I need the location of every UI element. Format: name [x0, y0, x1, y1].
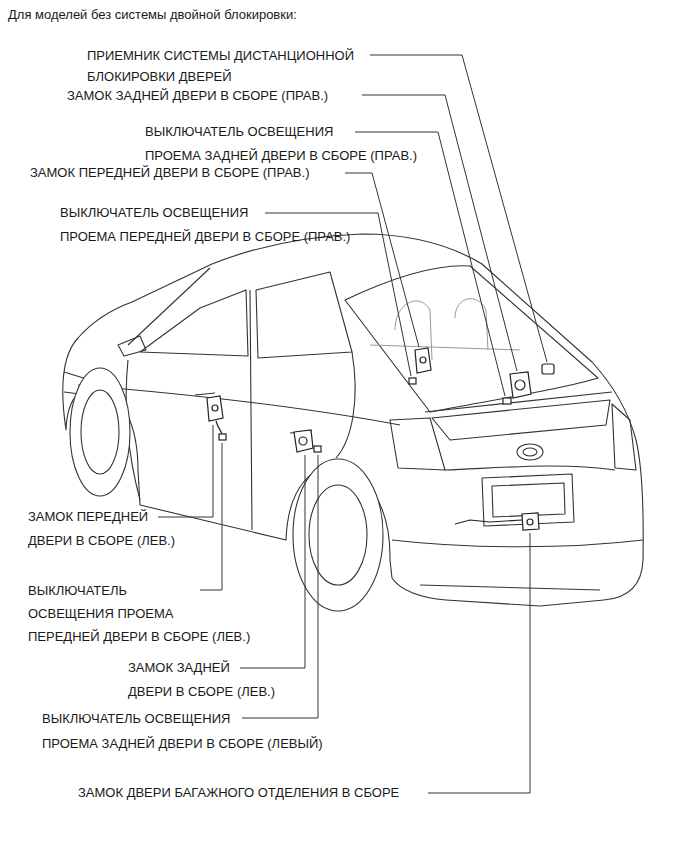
line-spacer	[280, 201, 370, 225]
part-label: ВЫКЛЮЧАТЕЛЬ ОСВЕЩЕНИЯ ПРОЕМА ПЕРЕДНЕЙ ДВ…	[28, 583, 250, 644]
car-body-part	[63, 234, 643, 606]
door-parts-part	[522, 513, 539, 530]
car-body-part	[256, 272, 352, 358]
wheels-part	[293, 459, 383, 611]
door-parts-part	[503, 398, 511, 404]
door-parts-part	[455, 520, 522, 524]
car-body-part	[392, 540, 643, 547]
car-body-part	[128, 268, 210, 345]
car-interior-part	[455, 299, 488, 350]
line-spacer	[365, 120, 445, 144]
leader-lines-part	[428, 533, 530, 793]
line-spacer	[209, 602, 268, 625]
part-label-box: ЗАМОК ЗАДНЕЙ ДВЕРИ В СБОРЕ (ЛЕВ.)	[128, 656, 293, 704]
part-label-box: ЗАМОК ПЕРЕДНЕЙ ДВЕРИ В СБОРЕ (ЛЕВ.)	[28, 505, 188, 553]
door-parts-part	[299, 437, 307, 445]
car-body-part	[517, 444, 543, 460]
door-parts-part	[212, 405, 218, 411]
door-parts-part	[207, 396, 223, 421]
part-label: ЗАМОК ПЕРЕДНЕЙ ДВЕРИ В СБОРЕ (ПРАВ.)	[30, 165, 309, 180]
car-body-part	[390, 418, 445, 470]
leader-lines-part	[355, 132, 505, 396]
car-body-part	[432, 400, 610, 440]
car-body-part	[250, 290, 252, 530]
part-label-box: ПРИЕМНИК СИСТЕМЫ ДИСТАНЦИОННОЙ БЛОКИРОВК…	[87, 45, 397, 87]
car-body-part	[445, 466, 615, 470]
car-body-part	[140, 290, 248, 356]
leader-lines-part	[242, 455, 318, 718]
line-spacer	[253, 656, 293, 680]
car-body-part	[492, 483, 565, 517]
part-label-box: ЗАМОК ЗАДНЕЙ ДВЕРИ В СБОРЕ (ПРАВ.)	[67, 85, 407, 106]
line-spacer	[168, 579, 268, 602]
leader-lines-part	[158, 425, 213, 517]
part-label-box: ВЫКЛЮЧАТЕЛЬ ОСВЕЩЕНИЯ ПРОЕМА ПЕРЕДНЕЙ ДВ…	[28, 579, 268, 648]
part-label: ВЫКЛЮЧАТЕЛЬ ОСВЕЩЕНИЯ ПРОЕМА ЗАДНЕЙ ДВЕР…	[145, 124, 417, 163]
wheels-part	[81, 390, 119, 474]
door-parts	[207, 348, 554, 530]
part-label-box: ВЫКЛЮЧАТЕЛЬ ОСВЕЩЕНИЯ ПРОЕМА ПЕРЕДНЕЙ ДВ…	[60, 201, 370, 249]
car-body-part	[345, 266, 598, 412]
car-body-part	[523, 448, 537, 456]
door-parts-part	[219, 434, 226, 440]
part-label: ЗАМОК ЗАДНЕЙ ДВЕРИ В СБОРЕ (ЛЕВ.)	[128, 660, 275, 699]
car-body-part	[118, 336, 146, 356]
car-body-part	[336, 352, 355, 458]
part-label: ВЫКЛЮЧАТЕЛЬ ОСВЕЩЕНИЯ ПРОЕМА ЗАДНЕЙ ДВЕР…	[42, 711, 323, 751]
part-label-box: ЗАМОК ДВЕРИ БАГАЖНОГО ОТДЕЛЕНИЯ В СБОРЕ	[78, 781, 438, 805]
leader-lines-part	[345, 173, 419, 347]
wheels	[70, 368, 383, 611]
leader-lines-part	[370, 55, 547, 362]
car-body-part	[612, 404, 636, 470]
car-body-part	[195, 393, 215, 395]
part-label: ЗАМОК ДВЕРИ БАГАЖНОГО ОТДЕЛЕНИЯ В СБОРЕ	[78, 785, 399, 800]
door-parts-part	[216, 421, 222, 434]
door-parts-part	[542, 364, 554, 374]
leader-lines-part	[200, 443, 222, 590]
door-parts-part	[527, 519, 533, 525]
door-parts-part	[314, 446, 321, 452]
car-interior-part	[370, 345, 520, 350]
part-label: ПРИЕМНИК СИСТЕМЫ ДИСТАНЦИОННОЙ БЛОКИРОВК…	[87, 48, 354, 84]
door-parts-part	[415, 348, 431, 373]
part-label-box: ЗАМОК ПЕРЕДНЕЙ ДВЕРИ В СБОРЕ (ПРАВ.)	[30, 161, 370, 185]
door-parts-part	[294, 430, 313, 452]
part-label: ЗАМОК ПЕРЕДНЕЙ ДВЕРИ В СБОРЕ (ЛЕВ.)	[28, 509, 175, 548]
car-interior	[370, 299, 520, 360]
door-parts-part	[510, 372, 531, 398]
door-parts-part	[420, 357, 426, 363]
door-parts-part	[409, 378, 416, 384]
wheels-part	[70, 368, 130, 496]
door-parts-part	[515, 380, 525, 390]
part-label: ВЫКЛЮЧАТЕЛЬ ОСВЕЩЕНИЯ ПРОЕМА ПЕРЕДНЕЙ ДВ…	[60, 205, 350, 244]
line-spacer	[172, 505, 188, 529]
diagram-title: Для моделей без системы двойной блокиров…	[8, 6, 297, 24]
part-label: ЗАМОК ЗАДНЕЙ ДВЕРИ В СБОРЕ (ПРАВ.)	[67, 88, 328, 103]
part-label-box: ВЫКЛЮЧАТЕЛЬ ОСВЕЩЕНИЯ ПРОЕМА ЗАДНЕЙ ДВЕР…	[42, 706, 342, 756]
line-spacer	[262, 706, 342, 731]
part-label-box: ВЫКЛЮЧАТЕЛЬ ОСВЕЩЕНИЯ ПРОЕМА ЗАДНЕЙ ДВЕР…	[145, 120, 445, 168]
car-body	[63, 234, 643, 606]
car-body-part	[420, 585, 600, 590]
